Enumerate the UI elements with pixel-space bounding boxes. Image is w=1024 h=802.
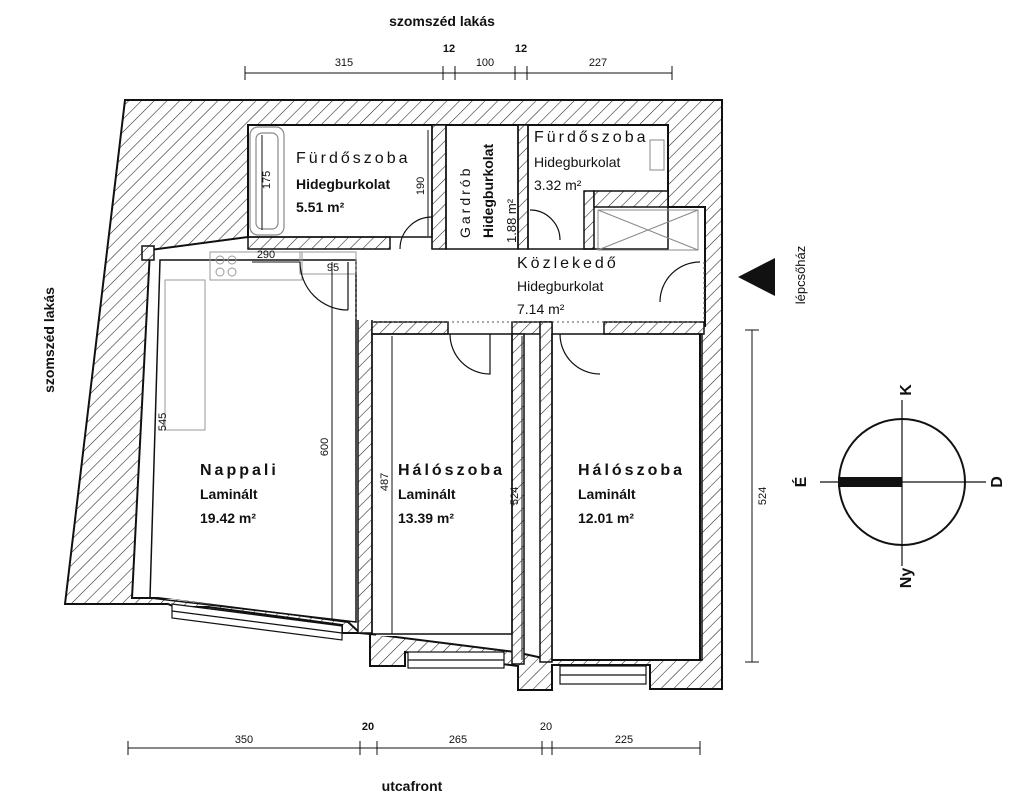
compass-south-label: Ny bbox=[898, 568, 915, 589]
compass-north-label: K bbox=[898, 384, 915, 396]
bath1-area: 5.51 m² bbox=[296, 199, 345, 215]
bed2-area: 12.01 m² bbox=[578, 510, 634, 526]
compass-east-label: D bbox=[989, 476, 1006, 488]
bathtub-icon bbox=[249, 126, 285, 236]
bottom-dimension-line bbox=[127, 741, 701, 755]
dim-bottom-4: 20 bbox=[540, 721, 552, 733]
corridor-area: 7.14 m² bbox=[517, 301, 565, 317]
dim-top-2: 12 bbox=[443, 43, 455, 55]
dim-bottom-3: 265 bbox=[449, 734, 467, 746]
living-name: Nappali bbox=[200, 462, 279, 479]
dim-kitchen-small: 95 bbox=[327, 262, 339, 274]
dim-bottom-2: 20 bbox=[362, 721, 374, 733]
dim-kitchen-width: 290 bbox=[257, 249, 275, 261]
corridor-floor: Hidegburkolat bbox=[517, 278, 603, 294]
dim-living-depth: 600 bbox=[319, 438, 331, 456]
dim-bottom-1: 350 bbox=[235, 734, 253, 746]
dim-top-1: 315 bbox=[335, 57, 353, 69]
top-neighbor-label: szomszéd lakás bbox=[389, 13, 495, 29]
right-dimension-line bbox=[745, 329, 759, 663]
wardrobe-area: 1.88 m² bbox=[504, 198, 519, 243]
corridor-name: Közlekedő bbox=[517, 255, 619, 272]
bath2-floor: Hidegburkolat bbox=[534, 154, 620, 170]
living-area: 19.42 m² bbox=[200, 510, 256, 526]
stairwell-label: lépcsőház bbox=[793, 246, 808, 305]
street-label: utcafront bbox=[382, 778, 443, 794]
wardrobe-floor: Hidegburkolat bbox=[480, 144, 496, 238]
dim-bath-depth: 190 bbox=[415, 177, 427, 195]
bath1-floor: Hidegburkolat bbox=[296, 176, 390, 192]
living-floor: Laminált bbox=[200, 486, 258, 502]
bed2-name: Hálószoba bbox=[578, 462, 685, 479]
windows bbox=[171, 603, 647, 685]
compass-west-label: É bbox=[791, 476, 810, 487]
dim-bottom-5: 225 bbox=[615, 734, 633, 746]
dim-bed1-left: 487 bbox=[379, 473, 391, 491]
bath2-area: 3.32 m² bbox=[534, 177, 582, 193]
bath2-name: Fürdőszoba bbox=[534, 129, 649, 146]
dim-living-left: 545 bbox=[157, 413, 169, 431]
top-dimension-line bbox=[244, 66, 673, 80]
wardrobe-name: Gardrób bbox=[457, 166, 473, 238]
compass-icon bbox=[820, 400, 986, 566]
doors bbox=[299, 209, 701, 375]
shower-icon bbox=[597, 139, 699, 251]
interior-walls bbox=[141, 124, 705, 665]
bed1-floor: Laminált bbox=[398, 486, 456, 502]
bath1-name: Fürdőszoba bbox=[296, 150, 411, 167]
bed2-floor: Laminált bbox=[578, 486, 636, 502]
stair-arrow-icon bbox=[738, 258, 775, 296]
dim-bath-height: 175 bbox=[261, 171, 273, 189]
left-neighbor-label: szomszéd lakás bbox=[41, 287, 57, 393]
bed1-area: 13.39 m² bbox=[398, 510, 454, 526]
dim-top-5: 227 bbox=[589, 57, 607, 69]
dim-right-side: 524 bbox=[757, 487, 769, 505]
dim-top-4: 12 bbox=[515, 43, 527, 55]
dim-bed1-right: 524 bbox=[509, 487, 521, 505]
bed1-name: Hálószoba bbox=[398, 462, 505, 479]
dim-top-3: 100 bbox=[476, 57, 494, 69]
